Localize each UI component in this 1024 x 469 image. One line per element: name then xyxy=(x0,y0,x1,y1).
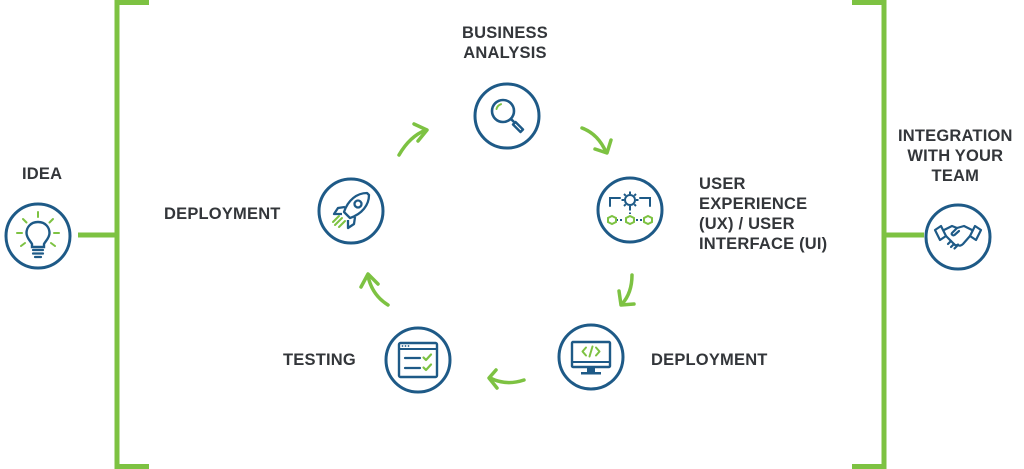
testing-label: TESTING xyxy=(283,351,356,369)
arrow-to-deployment-left xyxy=(359,272,390,307)
arrow-to-business-analysis xyxy=(397,122,429,157)
integration-line-1: INTEGRATION xyxy=(898,127,1013,145)
testing-node xyxy=(384,326,452,394)
deployment-right-node xyxy=(557,323,625,391)
ux-ui-line-4: INTERFACE (UI) xyxy=(699,235,828,253)
monitor-code-icon xyxy=(557,323,625,391)
idea-node xyxy=(4,202,72,270)
ux-ui-node xyxy=(596,176,664,244)
checklist-window-icon xyxy=(384,326,452,394)
ux-ui-line-3: (UX) / USER xyxy=(699,215,795,233)
deployment-left-label: DEPLOYMENT xyxy=(164,205,281,223)
handshake-icon xyxy=(924,203,992,271)
business-analysis-node xyxy=(473,82,541,150)
arrow-to-testing xyxy=(487,368,526,390)
deployment-right-label: DEPLOYMENT xyxy=(651,351,768,369)
ux-ui-line-2: EXPERIENCE xyxy=(699,195,808,213)
integration-line-3: TEAM xyxy=(931,167,980,185)
right-bracket xyxy=(852,0,887,469)
integration-node xyxy=(924,203,992,271)
business-analysis-line-1: BUSINESS xyxy=(462,24,548,42)
ux-flow-icon xyxy=(596,176,664,244)
rocket-icon xyxy=(317,177,385,245)
idea-label: IDEA xyxy=(22,165,63,183)
business-analysis-line-2: ANALYSIS xyxy=(463,44,547,62)
arrow-to-ux-ui xyxy=(580,126,613,155)
integration-label: INTEGRATION WITH YOUR TEAM xyxy=(898,126,1013,186)
magnifier-icon xyxy=(473,82,541,150)
business-analysis-label: BUSINESS ANALYSIS xyxy=(462,23,548,63)
ux-ui-line-1: USER xyxy=(699,175,746,193)
deployment-left-node xyxy=(317,177,385,245)
left-bracket xyxy=(114,0,149,469)
integration-line-2: WITH YOUR xyxy=(907,147,1004,165)
arrow-to-deployment-right xyxy=(617,273,636,307)
lightbulb-icon xyxy=(4,202,72,270)
ux-ui-label: USER EXPERIENCE (UX) / USER INTERFACE (U… xyxy=(699,174,827,254)
